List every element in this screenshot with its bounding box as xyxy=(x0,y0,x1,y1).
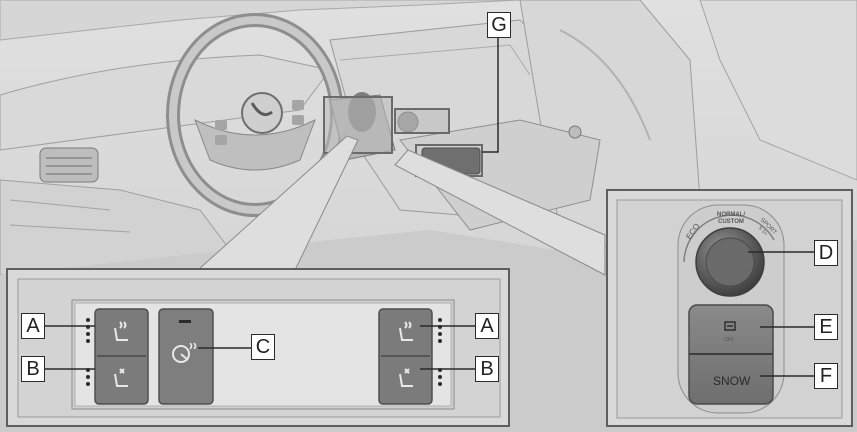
drive-mode-location-box xyxy=(394,108,450,134)
seat-heater-location-box xyxy=(323,96,393,154)
seat-heater-inset xyxy=(6,268,510,427)
callout-e: E xyxy=(814,314,838,340)
callout-c: C xyxy=(251,334,275,360)
callout-f: F xyxy=(814,363,838,389)
callout-b-right: B xyxy=(475,356,499,382)
zoom-wedge-right xyxy=(394,149,606,276)
callout-d: D xyxy=(814,240,838,266)
callout-a-right: A xyxy=(475,313,499,339)
drive-mode-inset: ECO NORMAL/ CUSTOM SPORT S S+ OFF SNOW xyxy=(606,189,853,427)
callout-a-left: A xyxy=(21,313,45,339)
normal-custom-label-line2: CUSTOM xyxy=(718,219,744,225)
callout-g-leader xyxy=(482,35,499,153)
off-label: OFF xyxy=(724,337,734,343)
callout-g: G xyxy=(487,12,511,38)
normal-custom-label: NORMAL/ xyxy=(717,212,745,218)
callout-b-left: B xyxy=(21,356,45,382)
snow-label: SNOW xyxy=(713,374,751,388)
